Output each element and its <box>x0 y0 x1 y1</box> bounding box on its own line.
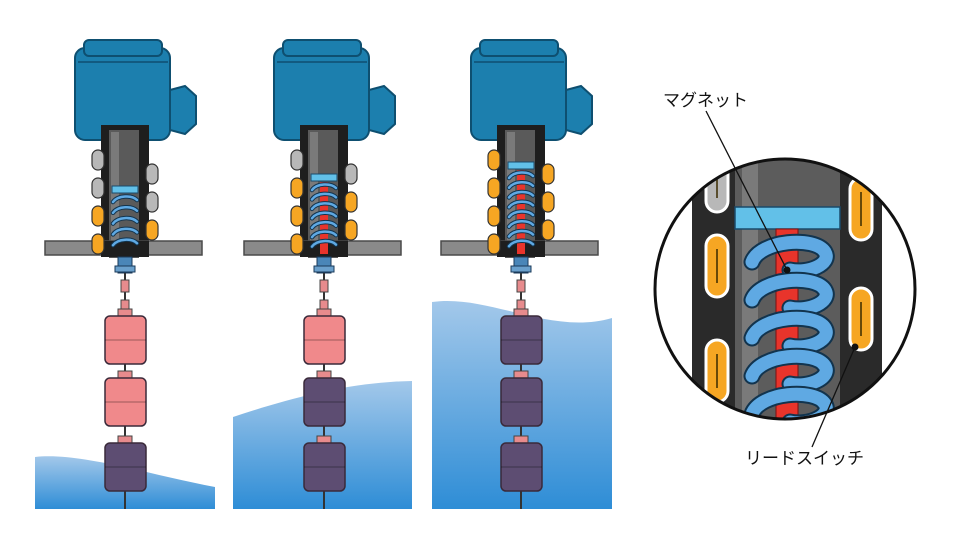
zoom-content <box>692 159 882 419</box>
spring-coil <box>310 239 338 248</box>
float <box>104 315 147 365</box>
cable-gland <box>169 84 197 136</box>
zoom-spring-coil <box>745 273 833 316</box>
housing-cap <box>83 39 163 57</box>
reed-switch <box>290 205 304 227</box>
flange-body <box>101 241 149 257</box>
spring-coil <box>111 206 139 215</box>
guide-tube-highlight <box>111 132 119 256</box>
spring-coil <box>310 202 338 211</box>
sensor-panel-low <box>35 39 215 509</box>
reed-switch <box>290 149 304 171</box>
spring-coil <box>111 227 139 236</box>
spring-coil <box>310 183 338 192</box>
spring-coil <box>111 195 139 204</box>
magnet-cap <box>507 161 535 170</box>
reed-switch <box>344 219 358 241</box>
spring-coil <box>507 229 535 238</box>
reed-switch <box>145 219 159 241</box>
reed-switch <box>290 177 304 199</box>
spring-coil <box>111 238 139 247</box>
reed-switch-label: リードスイッチ <box>745 449 864 469</box>
reed-switch <box>91 205 105 227</box>
magnet-cap <box>310 173 338 182</box>
spring-coil <box>507 181 535 189</box>
magnet-cap <box>111 185 139 194</box>
spring-coil <box>507 239 535 248</box>
reed-switch <box>344 163 358 185</box>
reed-switch-leader-dot <box>851 343 859 351</box>
reed-switch <box>487 205 501 227</box>
reed-switch <box>91 149 105 171</box>
stopper <box>120 279 130 293</box>
float <box>104 442 147 492</box>
spring-coil <box>507 210 535 219</box>
reed-switch <box>290 233 304 255</box>
magnet-label: マグネット <box>663 91 748 111</box>
fitting-washer <box>510 265 532 273</box>
fitting-washer <box>313 265 335 273</box>
reed-switch <box>91 233 105 255</box>
housing-cap <box>282 39 362 57</box>
magnet-leader-line <box>705 110 788 271</box>
zoom-spring-coil <box>745 349 833 392</box>
spring-coil <box>507 171 535 180</box>
reed-switch <box>541 163 555 185</box>
spring-coil <box>507 190 535 199</box>
float <box>500 377 543 427</box>
reed-switch <box>487 177 501 199</box>
reed-switch <box>541 191 555 213</box>
zoom-spring-coil <box>745 311 833 354</box>
zoom-spring-coil <box>745 387 833 419</box>
zoom-circle-border <box>653 157 917 421</box>
float <box>500 442 543 492</box>
reed-switch-leader-line <box>811 346 856 448</box>
spring-coil <box>310 192 338 201</box>
float <box>303 315 346 365</box>
fitting-washer <box>114 265 136 273</box>
reed-switch <box>487 149 501 171</box>
stopper <box>319 279 329 293</box>
sensor-panel-mid <box>233 39 412 509</box>
spring-coil <box>310 220 338 229</box>
zoom-magnet-cap <box>734 206 841 230</box>
magnet-leader-dot <box>783 266 791 274</box>
reed-switch <box>487 233 501 255</box>
stopper <box>516 279 526 293</box>
spring-coil <box>507 220 535 228</box>
magnet-rod <box>320 182 328 254</box>
reed-switch <box>344 191 358 213</box>
spring-coil <box>310 230 338 239</box>
float <box>303 377 346 427</box>
cable-gland <box>368 84 396 136</box>
spring-coil <box>507 200 535 209</box>
zoom-spring-coil <box>745 235 833 278</box>
sensor-panel-high <box>432 39 612 509</box>
reed-switch <box>145 191 159 213</box>
float <box>303 442 346 492</box>
zoom-detail <box>653 110 917 448</box>
cable-gland <box>565 84 593 136</box>
float <box>104 377 147 427</box>
guide-tube-highlight <box>310 132 318 256</box>
housing-cap <box>479 39 559 57</box>
spring-coil <box>310 211 338 220</box>
spring-coil <box>111 216 139 225</box>
reed-switch <box>541 219 555 241</box>
reed-switch <box>91 177 105 199</box>
reed-switch <box>145 163 159 185</box>
float <box>500 315 543 365</box>
